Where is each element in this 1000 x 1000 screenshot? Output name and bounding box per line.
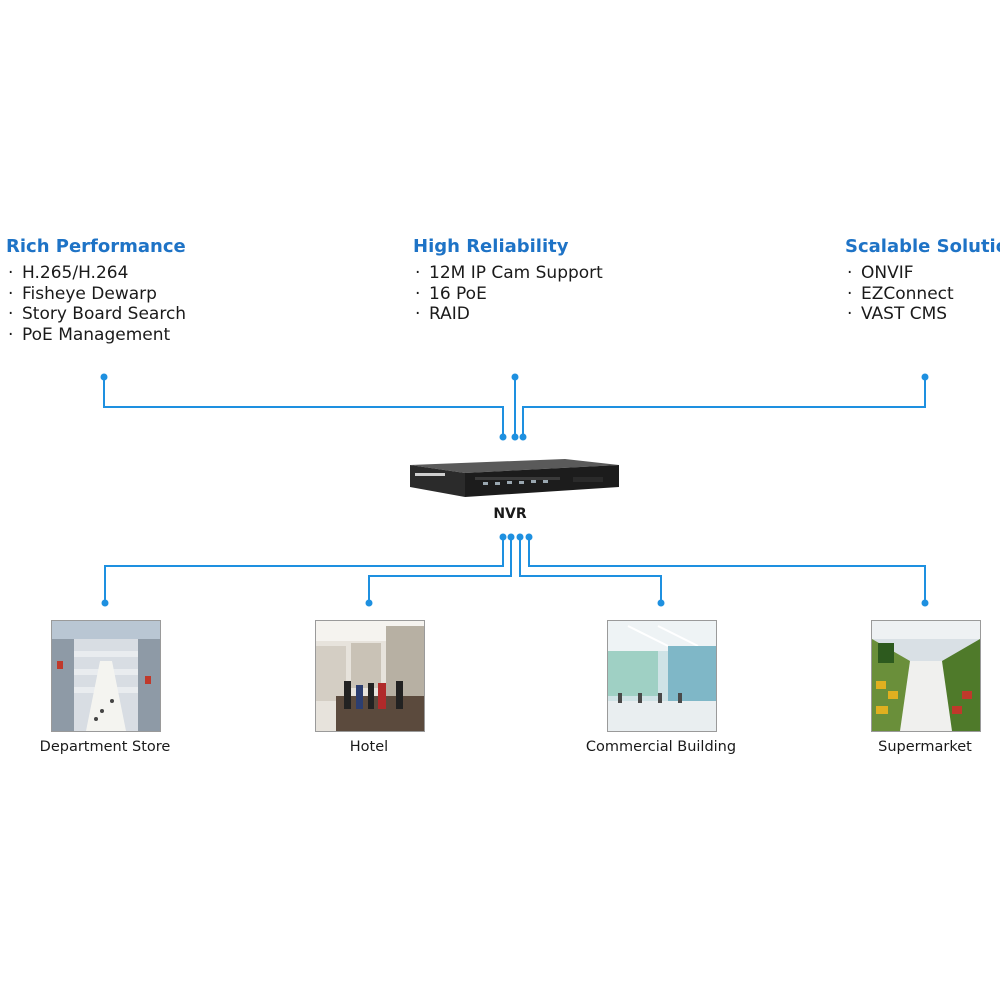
- connector-dot: [511, 433, 519, 441]
- feature-scalable-solution: Scalable Solution ·ONVIF ·EZConnect ·VAS…: [845, 236, 1000, 325]
- connector-app-2: [519, 537, 662, 603]
- department-store-photo: [51, 620, 161, 732]
- list-item: ·Story Board Search: [8, 304, 187, 324]
- application-label: Hotel: [349, 739, 389, 755]
- feature-title: Rich Performance: [6, 236, 186, 257]
- list-item: ·RAID: [415, 304, 470, 324]
- connector-dot: [921, 599, 929, 607]
- connector-app-0: [104, 537, 504, 603]
- connector-dot: [511, 373, 519, 381]
- list-item: ·EZConnect: [847, 283, 954, 304]
- connector-dot: [507, 533, 515, 541]
- list-item: ·12M IP Cam Support: [415, 263, 603, 283]
- connector-dot: [499, 533, 507, 541]
- hub-label: NVR: [493, 506, 527, 522]
- connector-feature-0: [103, 377, 504, 437]
- connector-dot: [516, 533, 524, 541]
- list-item: ·PoE Management: [8, 324, 171, 345]
- application-label: Department Store: [39, 739, 171, 755]
- nvr-device-icon: [410, 459, 619, 497]
- connector-app-1: [368, 537, 512, 603]
- connector-feature-2: [522, 377, 926, 437]
- list-item: ·H.265/H.264: [8, 263, 129, 283]
- feature-title: High Reliability: [413, 236, 569, 257]
- connector-dot: [365, 599, 373, 607]
- feature-high-reliability: High Reliability ·12M IP Cam Support ·16…: [413, 236, 603, 325]
- connector-dot: [101, 599, 109, 607]
- connector-dot: [519, 433, 527, 441]
- list-item: ·VAST CMS: [847, 304, 948, 324]
- list-item: ·ONVIF: [847, 263, 914, 283]
- connector-dot: [657, 599, 665, 607]
- supermarket-photo: [871, 620, 981, 732]
- connector-dot: [499, 433, 507, 441]
- connector-dot: [100, 373, 108, 381]
- application-label: Supermarket: [878, 739, 972, 755]
- feature-list: ·H.265/H.264 ·Fisheye Dewarp ·Story Boar…: [6, 263, 186, 345]
- list-item: ·Fisheye Dewarp: [8, 283, 157, 304]
- feature-rich-performance: Rich Performance ·H.265/H.264 ·Fisheye D…: [6, 236, 186, 345]
- commercial-building-photo: [607, 620, 717, 732]
- connector-app-3: [528, 537, 926, 603]
- connector-dot: [921, 373, 929, 381]
- connector-dot: [525, 533, 533, 541]
- feature-list: ·ONVIF ·EZConnect ·VAST CMS: [845, 263, 1000, 325]
- feature-list: ·12M IP Cam Support ·16 PoE ·RAID: [413, 263, 603, 325]
- feature-title: Scalable Solution: [845, 236, 1000, 257]
- hotel-lobby-photo: [315, 620, 425, 732]
- application-label: Commercial Building: [585, 739, 737, 755]
- list-item: ·16 PoE: [415, 283, 487, 304]
